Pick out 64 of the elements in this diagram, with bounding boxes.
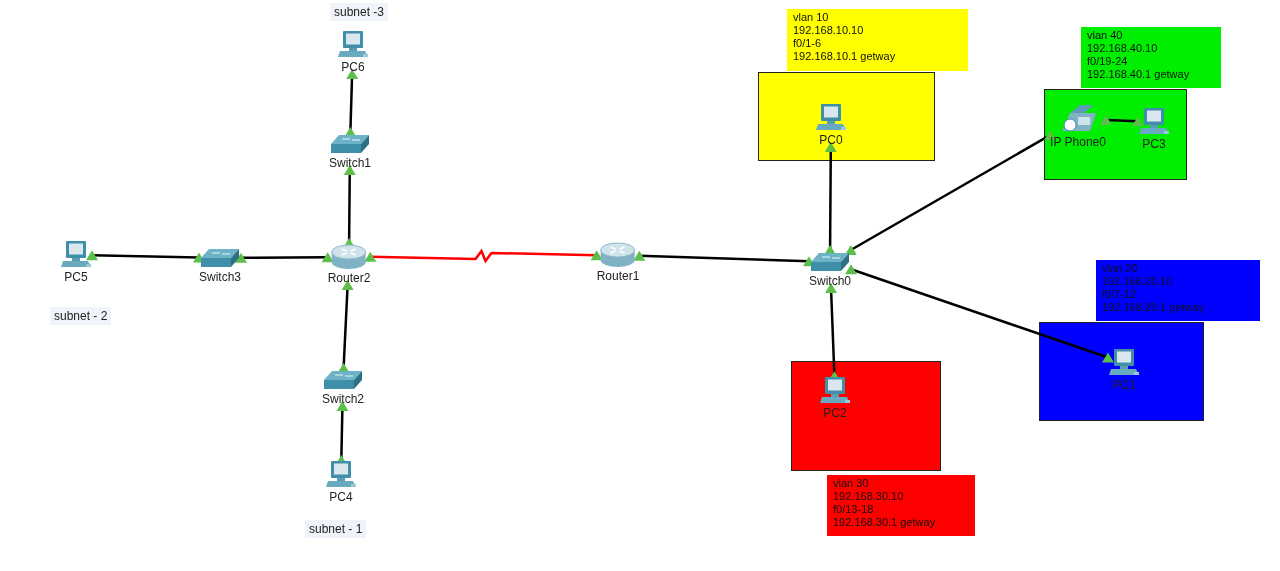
device-name: Switch3	[199, 270, 241, 284]
vlan-note	[1096, 260, 1260, 321]
subnet-label: subnet -3	[330, 3, 389, 21]
note-line: f0/19-24	[1087, 55, 1129, 68]
network-device	[815, 103, 847, 147]
note-line: 192.168.30.1 getway	[833, 516, 937, 529]
vlan-area	[1044, 89, 1187, 180]
network-device	[337, 30, 369, 74]
device-name: Router1	[596, 269, 640, 283]
network-device	[809, 250, 851, 288]
network-device	[596, 241, 640, 283]
note-line: 192.168.40.1 getway	[1087, 68, 1191, 81]
network-link	[235, 252, 334, 263]
network-device	[325, 460, 357, 504]
network-device	[322, 368, 364, 406]
network-device	[1138, 107, 1170, 151]
network-device	[329, 132, 371, 170]
network-device	[199, 246, 241, 284]
device-name: PC1	[1112, 378, 1136, 392]
device-name: IP Phone0	[1050, 135, 1106, 149]
network-link	[337, 280, 354, 373]
network-device	[60, 240, 92, 284]
note-line: 192.168.40.10	[1087, 42, 1159, 55]
device-name: PC3	[1142, 137, 1166, 151]
device-name: Switch2	[322, 392, 364, 406]
device-name: Router2	[327, 271, 371, 285]
network-link	[343, 165, 356, 248]
note-line: 192.168.10.10	[793, 24, 865, 37]
vlan-note	[827, 475, 975, 536]
device-name: PC0	[819, 133, 843, 147]
device-name: PC2	[823, 406, 847, 420]
note-line: 192.168.20.1 getway	[1102, 301, 1206, 314]
network-device	[819, 376, 851, 420]
note-line: vlan 40	[1087, 29, 1124, 42]
device-name: PC4	[329, 490, 353, 504]
note-line: 192.168.30.10	[833, 490, 905, 503]
vlan-area	[791, 361, 941, 471]
network-device	[1108, 348, 1140, 392]
network-device	[1050, 103, 1106, 149]
device-name: Switch0	[809, 274, 851, 288]
note-line: f0/7-12	[1102, 288, 1138, 301]
note-line: 192.168.10.1 getway	[793, 50, 897, 63]
note-line: vlan 30	[833, 477, 870, 490]
network-link	[844, 130, 1057, 255]
vlan-area	[1039, 322, 1204, 421]
subnet-label: subnet - 2	[50, 307, 112, 325]
note-line: f0/13-18	[833, 503, 875, 516]
note-line: vlan 20	[1102, 262, 1139, 275]
network-link	[344, 69, 359, 137]
note-line: vlan 10	[793, 11, 830, 24]
note-line: f0/1-6	[793, 37, 823, 50]
device-name: Switch1	[329, 156, 371, 170]
network-link	[1099, 115, 1144, 127]
note-line: 192.168.20.10	[1102, 275, 1174, 288]
vlan-note	[1081, 27, 1221, 88]
device-name: PC5	[64, 270, 88, 284]
network-link	[364, 248, 603, 264]
vlan-area	[758, 72, 935, 161]
network-link	[824, 142, 837, 255]
device-name: PC6	[341, 60, 365, 74]
network-link	[845, 264, 1114, 363]
network-device	[327, 243, 371, 285]
subnet-label: subnet - 1	[305, 520, 367, 538]
vlan-note	[787, 9, 968, 71]
